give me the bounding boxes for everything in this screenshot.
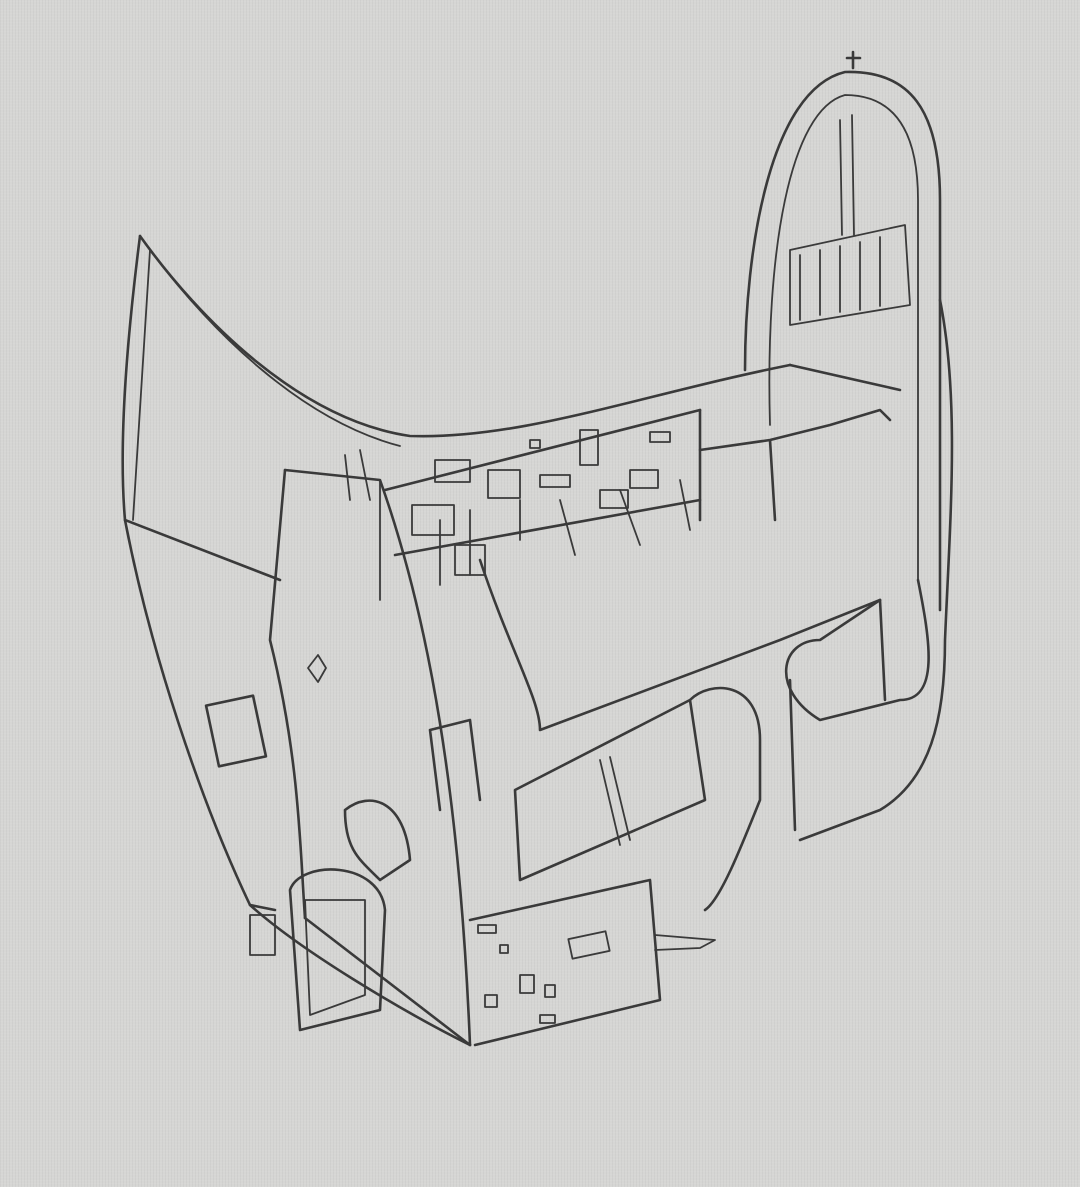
left-outer-wall bbox=[121, 234, 277, 912]
left-wall-bottom bbox=[123, 518, 282, 582]
south-wall-top bbox=[383, 408, 702, 492]
roof-edge bbox=[138, 234, 792, 438]
front-wall bbox=[468, 878, 662, 1047]
base-line bbox=[248, 903, 472, 1047]
left-wall-inner bbox=[132, 249, 151, 521]
roof-inner bbox=[149, 249, 401, 447]
sloped-wall-left bbox=[268, 468, 307, 920]
sloped-wall bbox=[283, 468, 472, 1047]
cross-icon bbox=[845, 50, 862, 70]
east-curved-wall bbox=[798, 298, 954, 842]
bell-tower bbox=[743, 70, 942, 612]
